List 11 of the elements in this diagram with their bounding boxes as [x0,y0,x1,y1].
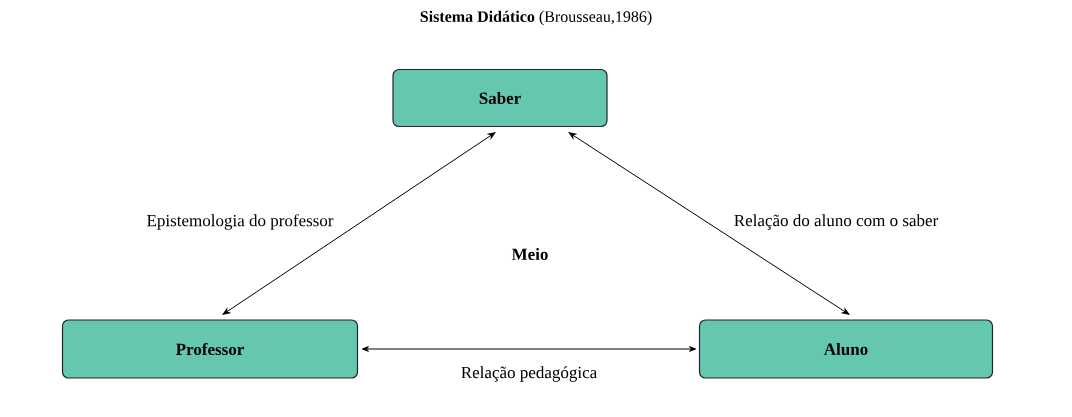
title: Sistema Didático (Brousseau,1986) [420,10,652,26]
double-arrow [568,132,850,315]
process-box: Aluno [698,319,994,379]
edge-label: Relação do aluno com o saber [732,213,940,231]
edge-label: Relação pedagógica [459,365,599,383]
double-arrow [361,346,697,352]
double-arrow [222,132,496,315]
process-box: Saber [392,68,608,128]
area-label: Meio [511,248,548,260]
process-box: Professor [61,319,359,379]
edge-label: Epistemologia do professor [145,213,335,231]
